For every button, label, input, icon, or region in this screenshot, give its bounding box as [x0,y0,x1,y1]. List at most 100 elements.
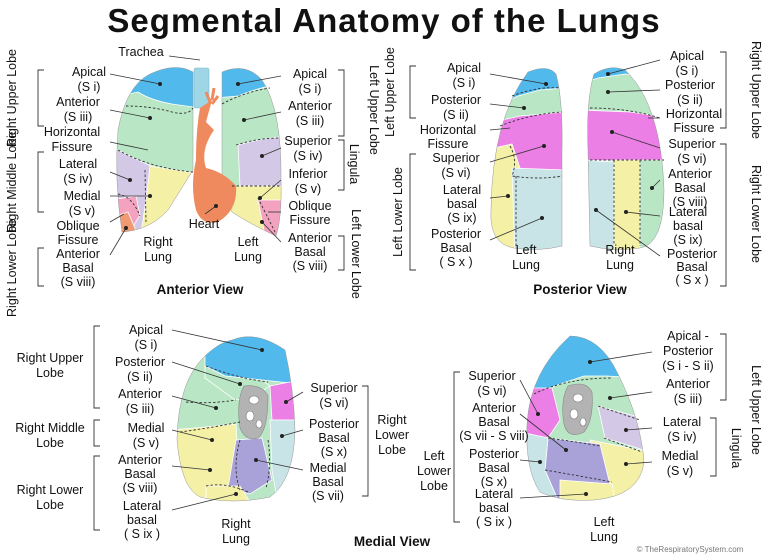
label-m-r-antbasal-1: Anterior [118,453,162,467]
label-l-apical-name: Apical [293,67,327,81]
label-l-anterior-code: (S iii) [296,114,324,128]
label-r-anterior-name: Anterior [56,95,100,109]
label-m-l-latbasal-2: basal [479,501,509,515]
label-p-r-posterior-code: (S ii) [677,93,703,107]
label-p-r-postbasal-2: Basal [676,260,707,274]
label-m-r-upper-1: Right Upper [17,351,84,365]
anterior-labels: Trachea Apical (S i) Anterior (S iii) Ho… [5,45,381,317]
lobe-label-right-lower: Right Lower Lobe [5,219,19,317]
lobe-label-p-right-lower: Right Lower Lobe [749,165,763,263]
label-m-r-antbasal-2: Basal [124,467,155,481]
label-r-anterior-code: (S iii) [64,110,92,124]
label-p-r-latbasal-3: (S ix) [673,233,702,247]
label-m-l-lateral-code: (S iv) [667,430,696,444]
label-p-l-latbasal-2: basal [447,197,477,211]
lobe-label-left-upper: Left Upper Lobe [367,65,381,155]
label-r-medial-name: Medial [64,189,101,203]
label-m-l-ll-1: Left [424,449,445,463]
label-m-l-ll-3: Lobe [420,479,448,493]
label-m-r-posterior-code: (S ii) [127,370,153,384]
medial-right-labels: Right Upper Lobe Right Middle Lobe Right… [15,323,409,546]
label-l-antbasal-3: (S viii) [293,259,328,273]
label-left-lung-1: Left [238,235,259,249]
label-p-r-posterior-name: Posterior [665,78,715,92]
label-p-right-lung-2: Lung [606,258,634,272]
label-p-l-apical-code: (S i) [453,76,476,90]
label-r-oblique-1: Oblique [56,219,99,233]
label-l-oblique-2: Fissure [290,213,331,227]
label-p-l-postbasal-1: Posterior [431,227,481,241]
label-m-l-ll-2: Lower [417,464,451,478]
label-m-r-medbasal-1: Medial [310,461,347,475]
label-m-l-antbasal-1: Anterior [472,401,516,415]
label-p-r-antbasal-2: Basal [674,181,705,195]
posterior-labels: Apical (S i) Posterior (S ii) Horizontal… [383,41,763,297]
label-l-apical-code: (S i) [299,82,322,96]
heart-shape [193,100,237,223]
label-p-l-apical-name: Apical [447,61,481,75]
label-m-r-postbasal-3: (S x) [321,445,347,459]
label-r-oblique-2: Fissure [58,233,99,247]
label-l-antbasal-2: Basal [294,245,325,259]
label-m-l-postbasal-1: Posterior [469,447,519,461]
brackets [37,51,727,531]
lobe-label-right-upper: Right Upper Lobe [5,49,19,147]
label-m-l-latbasal-1: Lateral [475,487,513,501]
anterior-right-lung [116,67,193,232]
label-m-r-anterior-name: Anterior [118,387,162,401]
label-p-r-horizontal-2: Fissure [674,121,715,135]
label-r-antbasal-2: Basal [62,261,93,275]
label-m-l-anterior-name: Anterior [666,377,710,391]
label-m-r-posterior-name: Posterior [115,355,165,369]
lobe-label-p-right-upper: Right Upper Lobe [749,41,763,139]
label-l-antbasal-1: Anterior [288,231,332,245]
label-m-l-medial-name: Medial [662,449,699,463]
label-m-r-middle-2: Lobe [36,436,64,450]
label-p-r-superior-name: Superior [668,137,715,151]
label-r-lateral-name: Lateral [59,157,97,171]
credit-text: © TheRespiratorySystem.com [637,545,744,554]
label-m-r-medial-code: (S v) [133,436,159,450]
label-m-l-lateral-name: Lateral [663,415,701,429]
label-r-apical-name: Apical [72,65,106,79]
label-l-oblique-1: Oblique [288,199,331,213]
label-p-l-posterior-code: (S ii) [443,108,469,122]
label-m-r-antbasal-3: (S viii) [123,481,158,495]
leader-lines [109,55,661,511]
label-p-l-latbasal-1: Lateral [443,183,481,197]
label-r-antbasal-1: Anterior [56,247,100,261]
label-m-l-superior-code: (S vi) [477,384,506,398]
label-m-l-antbasal-3: (S vii - S viii) [459,429,528,443]
label-m-l-anterior-code: (S iii) [674,392,702,406]
label-m-r-rl-3: Lobe [378,443,406,457]
lobe-label-p-left-upper: Left Upper Lobe [383,47,397,137]
label-r-horizontal-2: Fissure [52,140,93,154]
medial-left-labels: Superior (S vi) Anterior Basal (S vii - … [354,329,763,554]
label-m-r-lower-2: Lobe [36,498,64,512]
label-m-r-postbasal-1: Posterior [309,417,359,431]
label-m-r-rl-1: Right [377,413,407,427]
label-p-left-lung-2: Lung [512,258,540,272]
label-p-r-postbasal-1: Posterior [667,247,717,261]
label-m-r-superior-name: Superior [310,381,357,395]
label-r-apical-code: (S i) [78,80,101,94]
label-p-r-apical-name: Apical [670,49,704,63]
label-m-l-postbasal-3: (S x) [481,475,507,489]
label-p-right-lung-1: Right [605,243,635,257]
label-m-r-apical-name: Apical [129,323,163,337]
label-p-l-horizontal-1: Horizontal [420,123,476,137]
label-trachea: Trachea [118,45,163,59]
label-l-inferior-name: Inferior [289,167,328,181]
label-p-r-latbasal-1: Lateral [669,205,707,219]
label-right-lung-2: Lung [144,250,172,264]
label-m-l-apost-2: Posterior [663,344,713,358]
lobe-label-lingula: Lingula [347,144,361,184]
label-p-r-superior-code: (S vi) [677,152,706,166]
label-m-l-antbasal-2: Basal [478,415,509,429]
label-m-l-apost-1: Apical - [667,329,709,343]
view-label-posterior: Posterior View [533,282,627,297]
label-p-l-postbasal-2: Basal [440,241,471,255]
label-p-r-latbasal-2: basal [673,219,703,233]
label-m-r-upper-2: Lobe [36,366,64,380]
